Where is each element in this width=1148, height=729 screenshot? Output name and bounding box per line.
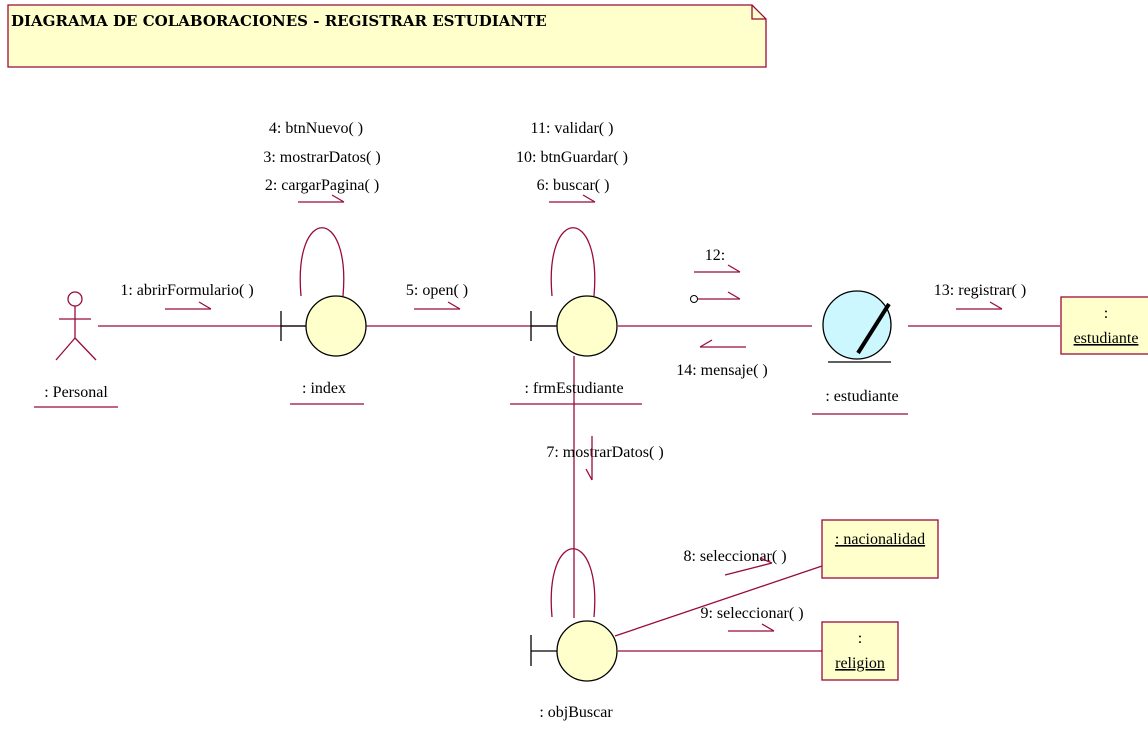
title-note: DIAGRAMA DE COLABORACIONES - REGISTRAR E… xyxy=(7,4,767,68)
message-8-label: 8: seleccionar( ) xyxy=(683,548,786,565)
message-5-arrow xyxy=(414,301,461,310)
message-13-label: 13: registrar( ) xyxy=(934,282,1026,299)
message-3-label: 3: mostrarDatos( ) xyxy=(263,149,380,166)
link-objbuscar-nacionalidad xyxy=(614,565,823,637)
entity-icon xyxy=(822,290,892,360)
boundary-index: : index xyxy=(280,295,367,405)
objbuscar-label: : objBuscar xyxy=(539,704,613,721)
actor-personal: : Personal xyxy=(34,291,118,408)
message-2-label: 2: cargarPagina( ) xyxy=(265,177,379,194)
message-5-label: 5: open( ) xyxy=(406,282,468,299)
message-13-arrow xyxy=(956,301,1003,310)
message-12-arrow xyxy=(694,264,741,273)
message-7-arrow xyxy=(585,436,593,481)
self-loop-index xyxy=(299,227,345,297)
class-estudiante: : estudiante xyxy=(1060,296,1148,355)
message-1-label: 1: abrirFormulario( ) xyxy=(120,282,253,299)
links xyxy=(98,325,1060,652)
message-14-arrow xyxy=(699,339,746,348)
message-4-label: 4: btnNuevo( ) xyxy=(269,120,363,137)
estudiante-class-colon: : xyxy=(1104,305,1108,322)
diagram-title: DIAGRAMA DE COLABORACIONES - REGISTRAR E… xyxy=(11,12,547,30)
estudiante-entity-label: : estudiante xyxy=(825,388,898,405)
actor-icon xyxy=(67,291,83,307)
message-arrows xyxy=(165,194,1003,632)
self-loops xyxy=(299,227,596,618)
self-loop-frm xyxy=(550,227,596,297)
message-6-label: 6: buscar( ) xyxy=(537,177,610,194)
nacionalidad-label: : nacionalidad xyxy=(835,531,925,548)
religion-label: religion xyxy=(835,655,885,672)
estudiante-class-name: estudiante xyxy=(1074,330,1139,347)
frmestudiante-label: : frmEstudiante xyxy=(524,380,623,397)
actor-personal-label: : Personal xyxy=(44,384,108,401)
boundary-objbuscar: : objBuscar xyxy=(530,620,618,721)
index-label: : index xyxy=(302,380,346,397)
message-9-arrow xyxy=(728,623,775,632)
message-1-arrow xyxy=(165,301,212,310)
class-religion: : religion xyxy=(821,621,899,681)
message-10-label: 10: btnGuardar( ) xyxy=(516,149,628,166)
entity-estudiante: : estudiante xyxy=(812,290,908,415)
message-9-label: 9: seleccionar( ) xyxy=(700,605,803,622)
message-labels: 1: abrirFormulario( ) 2: cargarPagina( )… xyxy=(120,120,1026,622)
boundary-frmestudiante: : frmEstudiante xyxy=(510,295,642,405)
message-2-arrow xyxy=(298,194,345,203)
self-loop-objbuscar xyxy=(550,548,596,618)
message-11-label: 11: validar( ) xyxy=(531,120,614,137)
class-nacionalidad: : nacionalidad xyxy=(821,519,939,579)
message-6-arrow xyxy=(549,194,596,203)
religion-colon: : xyxy=(858,630,862,647)
message-14-label: 14: mensaje( ) xyxy=(676,362,768,379)
message-8-arrow xyxy=(724,557,773,576)
message-7-label: 7: mostrarDatos( ) xyxy=(546,444,663,461)
message-12-label: 12: xyxy=(705,247,725,264)
message-12-return-arrow xyxy=(690,291,741,303)
